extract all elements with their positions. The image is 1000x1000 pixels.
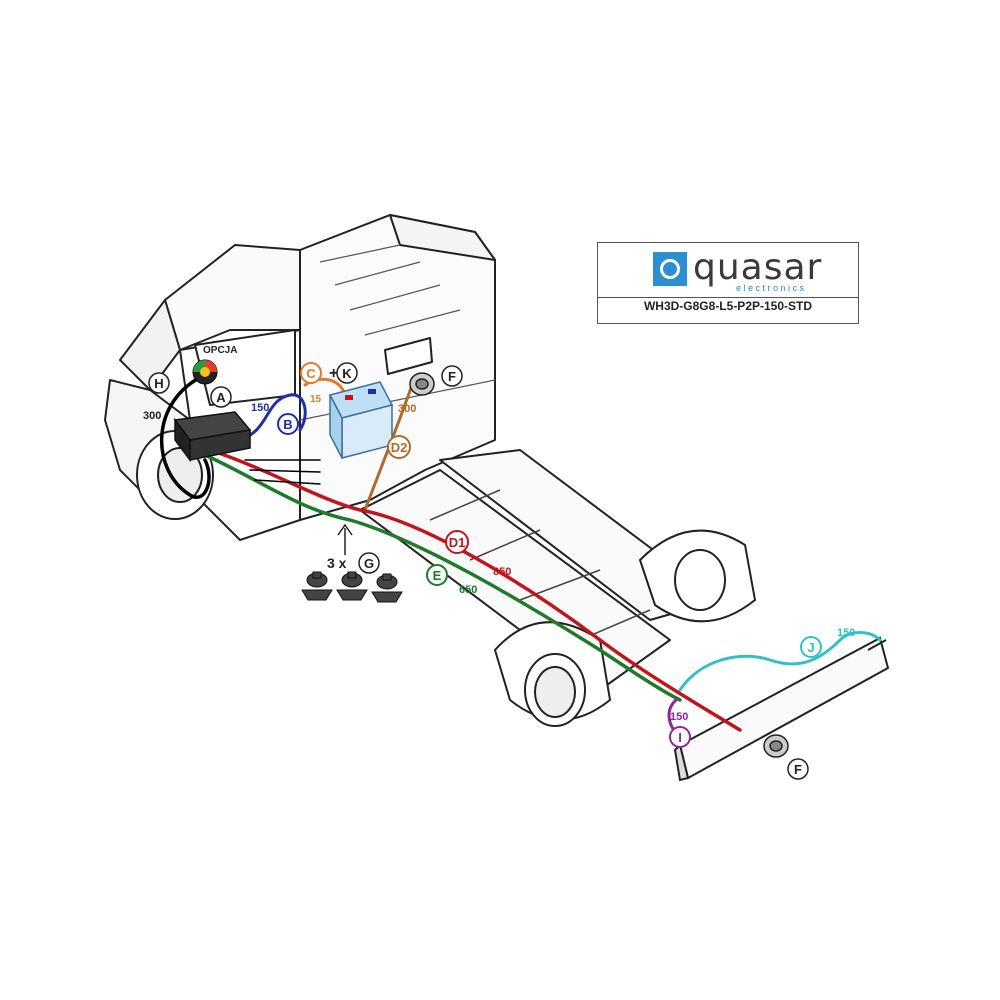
callout-c: C xyxy=(300,362,322,384)
wire-h xyxy=(160,373,211,499)
brand-name: quasar xyxy=(693,247,823,288)
svg-text:C: C xyxy=(306,366,316,381)
wire-j xyxy=(678,631,882,692)
callout-d1: D1 xyxy=(445,530,469,554)
wire-e xyxy=(203,453,682,702)
grommet-1 xyxy=(301,571,333,601)
callout-b: B xyxy=(277,413,299,435)
svg-text:J: J xyxy=(807,640,814,655)
rear-wheels xyxy=(493,529,757,727)
length-i: 150 xyxy=(670,711,688,723)
length-b: 150 xyxy=(251,402,269,414)
svg-text:B: B xyxy=(283,417,292,432)
grommet-2 xyxy=(336,571,368,601)
svg-text:I: I xyxy=(678,730,682,745)
grommet-arrow xyxy=(337,523,353,555)
callout-h: H xyxy=(148,372,170,394)
label-opcja: OPCJA xyxy=(203,345,237,356)
svg-text:G: G xyxy=(364,556,374,571)
length-d2: 300 xyxy=(398,403,416,415)
svg-text:A: A xyxy=(216,390,226,405)
brand-logo-row: quasar electronics xyxy=(598,243,858,298)
rear-bumper xyxy=(673,636,890,782)
grommets xyxy=(301,571,403,603)
callout-e: E xyxy=(426,564,448,586)
battery xyxy=(328,381,394,459)
wires xyxy=(160,373,882,737)
callout-k: K xyxy=(336,362,358,384)
wire-b xyxy=(238,393,307,442)
callout-g: G xyxy=(358,552,380,574)
wire-d1 xyxy=(208,448,742,732)
length-d1: 850 xyxy=(493,566,511,578)
plus-sign: + xyxy=(329,365,338,382)
callout-j: J xyxy=(800,636,822,658)
socket-rear xyxy=(763,734,789,758)
indicator-lamp xyxy=(192,359,218,385)
callout-d2: D2 xyxy=(387,435,411,459)
svg-text:F: F xyxy=(448,369,456,384)
callout-f-rear: F xyxy=(787,758,809,780)
product-code: WH3D-G8G8-L5-P2P-150-STD xyxy=(643,299,813,313)
length-e: 650 xyxy=(459,584,477,596)
svg-text:D2: D2 xyxy=(391,440,408,455)
brand-box: quasar electronics WH3D-G8G8-L5-P2P-150-… xyxy=(597,242,859,324)
svg-text:H: H xyxy=(154,376,163,391)
callout-f-front: F xyxy=(441,365,463,387)
callout-i: I xyxy=(669,726,691,748)
grommet-count: 3 x xyxy=(327,555,347,571)
grommet-3 xyxy=(371,573,403,603)
length-c: 15 xyxy=(310,394,322,405)
socket-front xyxy=(409,372,435,396)
brand-tagline: electronics xyxy=(736,283,807,293)
callout-a: A xyxy=(210,386,232,408)
svg-text:D1: D1 xyxy=(449,535,466,550)
length-h: 300 xyxy=(143,410,161,422)
svg-text:K: K xyxy=(342,366,352,381)
length-j: 150 xyxy=(837,627,855,639)
svg-text:E: E xyxy=(433,568,442,583)
svg-text:F: F xyxy=(794,762,802,777)
control-module xyxy=(173,411,252,463)
brand-logo-icon xyxy=(653,252,687,286)
